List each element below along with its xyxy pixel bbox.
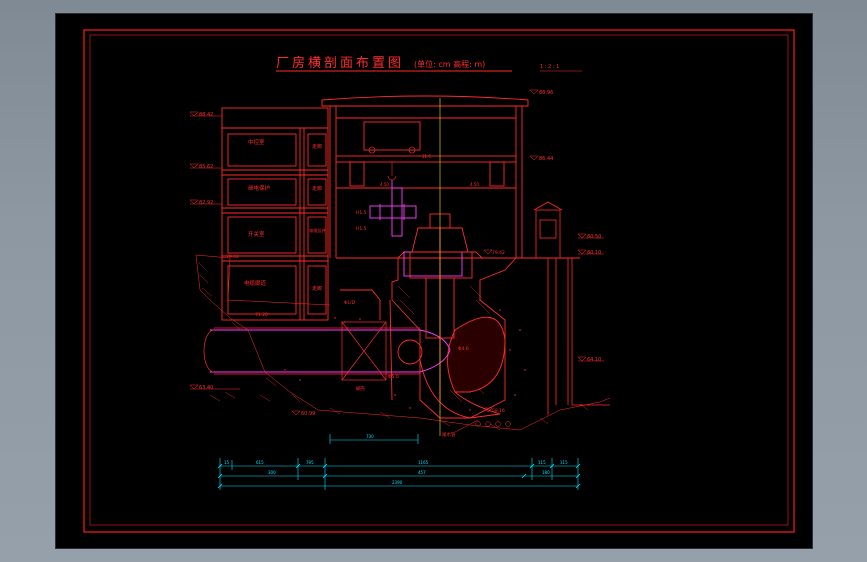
dim-lower-2: 457 bbox=[418, 470, 426, 475]
dim-upper-4: 1165 bbox=[418, 460, 429, 465]
elev-88-42: 88.42 bbox=[199, 112, 213, 118]
dimension-ticks bbox=[217, 463, 581, 489]
elev-79-42-b: 79.42 bbox=[492, 250, 505, 256]
dim-upper-7: 115 bbox=[560, 460, 568, 465]
drawing-title: 厂房横剖面布置图 bbox=[276, 55, 404, 71]
ground-fill bbox=[195, 254, 611, 431]
crane-label: 11.5 bbox=[422, 154, 431, 159]
elev-58-16: 58.16 bbox=[492, 408, 505, 414]
dim-lower-3: 180 bbox=[542, 470, 550, 475]
elev-80-10: 80.10 bbox=[587, 250, 601, 256]
scale-hint: 1 : 2 : 1 bbox=[540, 64, 559, 70]
dim-mid: 730 bbox=[366, 434, 374, 439]
elev-71-20: 71.20 bbox=[255, 312, 268, 318]
room-cable-shaft: 电缆竖井 bbox=[309, 227, 326, 234]
control-building bbox=[221, 107, 329, 321]
draft-tube bbox=[419, 359, 501, 419]
inlet-label: Φ5.0 bbox=[388, 374, 399, 380]
inlet-valve bbox=[397, 339, 423, 365]
span-b-label: 4.50 bbox=[470, 182, 479, 187]
dim-upper-6: 115 bbox=[538, 460, 546, 465]
room-stair-a: 走廊 bbox=[312, 143, 322, 150]
penstock bbox=[210, 329, 451, 373]
span-a-label: 4.50 bbox=[380, 182, 389, 187]
elevation-markers-left bbox=[189, 111, 301, 416]
dim-upper-2: 795 bbox=[306, 460, 314, 465]
elev-64-10: 64.10 bbox=[587, 357, 601, 363]
valve-label: Φ4.6 bbox=[458, 346, 469, 352]
room-cable: 电缆廊道 bbox=[244, 279, 267, 287]
dim-total: 2390 bbox=[392, 480, 403, 485]
dim-upper-1: 615 bbox=[256, 460, 264, 465]
room-stair-b: 走廊 bbox=[312, 185, 322, 192]
gen-label-a: H1.5 bbox=[356, 210, 367, 216]
dim-upper-0: 15 bbox=[224, 460, 230, 465]
ground-hatch bbox=[197, 261, 589, 431]
elev-63-40: 63.40 bbox=[199, 385, 213, 391]
cross-section-drawing: 厂房横剖面布置图 (单位: cm 高程: m) 1 : 2 : 1 bbox=[83, 29, 795, 533]
cad-viewport[interactable]: 厂房横剖面布置图 (单位: cm 高程: m) 1 : 2 : 1 bbox=[56, 14, 812, 548]
gen-label-b: H1.5 bbox=[356, 226, 367, 232]
powerhouse-superstructure bbox=[321, 95, 580, 259]
room-central-control: 中控室 bbox=[248, 138, 265, 146]
drawing-units: (单位: cm 高程: m) bbox=[414, 59, 485, 69]
room-stair-c: 走廊 bbox=[312, 285, 322, 292]
pipe-label: ΦL/D bbox=[344, 300, 356, 306]
dimension-lines bbox=[219, 434, 579, 490]
crane bbox=[368, 146, 416, 181]
elev-86-44: 86.44 bbox=[539, 156, 553, 162]
leader-label: 尾水管 bbox=[442, 431, 456, 438]
inner-frame bbox=[89, 34, 789, 526]
elev-82-92: 82.92 bbox=[199, 200, 213, 206]
room-switchgear: 开关室 bbox=[248, 230, 265, 238]
elev-88-96: 88.96 bbox=[539, 90, 553, 96]
tailrace-gate-structure bbox=[533, 201, 610, 415]
outer-frame bbox=[83, 29, 795, 533]
elev-85-62: 85.62 bbox=[199, 164, 213, 170]
leader-line bbox=[454, 419, 479, 433]
draft-label: 蜗壳 bbox=[356, 385, 365, 392]
elev-60-99: 60.99 bbox=[301, 411, 315, 417]
elev-80-50: 80.50 bbox=[587, 234, 601, 240]
foundation-piles bbox=[475, 421, 511, 427]
room-relay: 继电保护 bbox=[248, 184, 271, 192]
penstock-casing bbox=[203, 321, 420, 381]
spiral-case bbox=[447, 316, 506, 393]
elev-79-42: 79.42 bbox=[226, 254, 239, 260]
dim-lower-0: 300 bbox=[268, 470, 276, 475]
